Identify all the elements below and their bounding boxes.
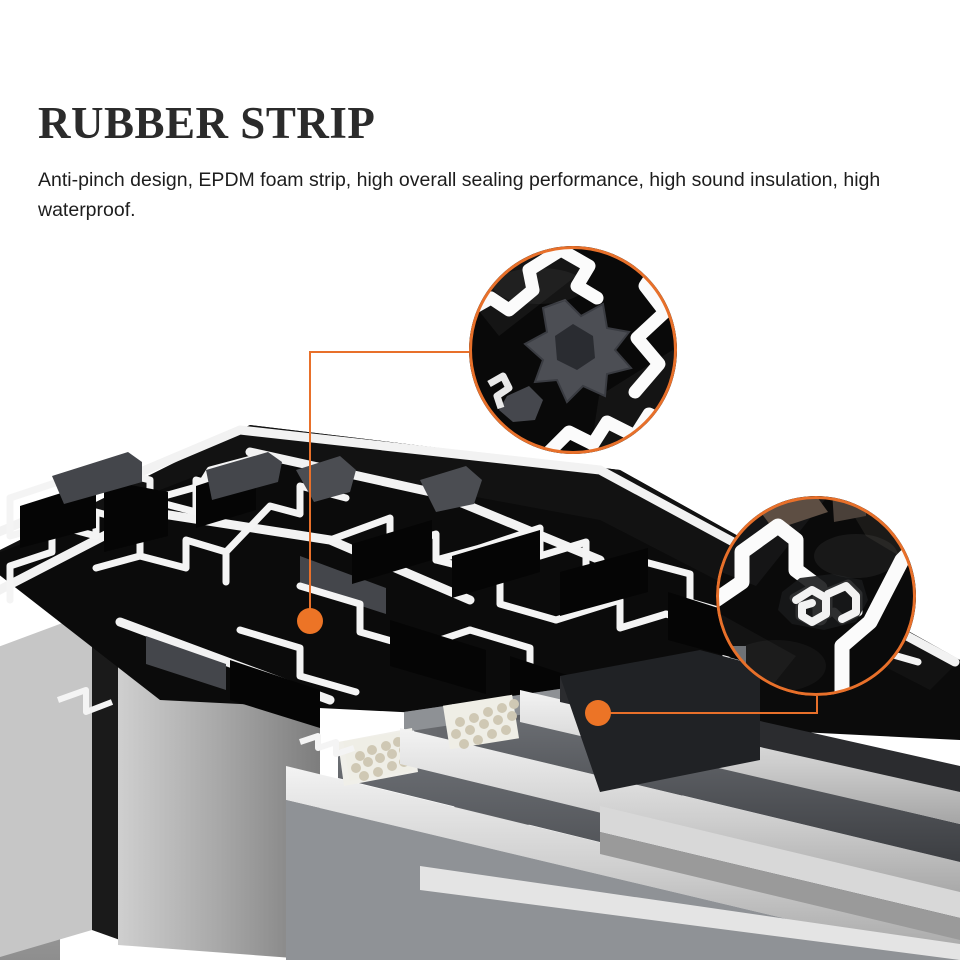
callout-anchor-dot-rubber-strip[interactable] (297, 608, 323, 634)
chamber-voids-right (230, 520, 756, 728)
callout-gasket-clip-detail[interactable] (716, 496, 916, 696)
page-subtitle: Anti-pinch design, EPDM foam strip, high… (38, 169, 881, 221)
connector-line-top-vertical (309, 351, 311, 621)
callout-right-image (718, 498, 914, 694)
profile-assembly (0, 425, 960, 960)
callout-top-image (471, 248, 675, 452)
callout-anchor-dot-gasket-clip[interactable] (585, 700, 611, 726)
callout-rubber-strip-interlock-detail[interactable] (469, 246, 677, 454)
rubber-strip-source-region (296, 456, 482, 512)
profile-rear-slab (560, 650, 760, 792)
epdm-gasket-shapes (52, 452, 386, 690)
bottom-bevel-bars (420, 806, 960, 960)
page-title: RUBBER STRIP (38, 98, 376, 148)
interlock-teeth (56, 687, 355, 757)
connector-line-top-horizontal (310, 351, 490, 353)
desiccant-beads-2 (451, 699, 519, 749)
connector-line-right-horizontal (598, 712, 818, 714)
